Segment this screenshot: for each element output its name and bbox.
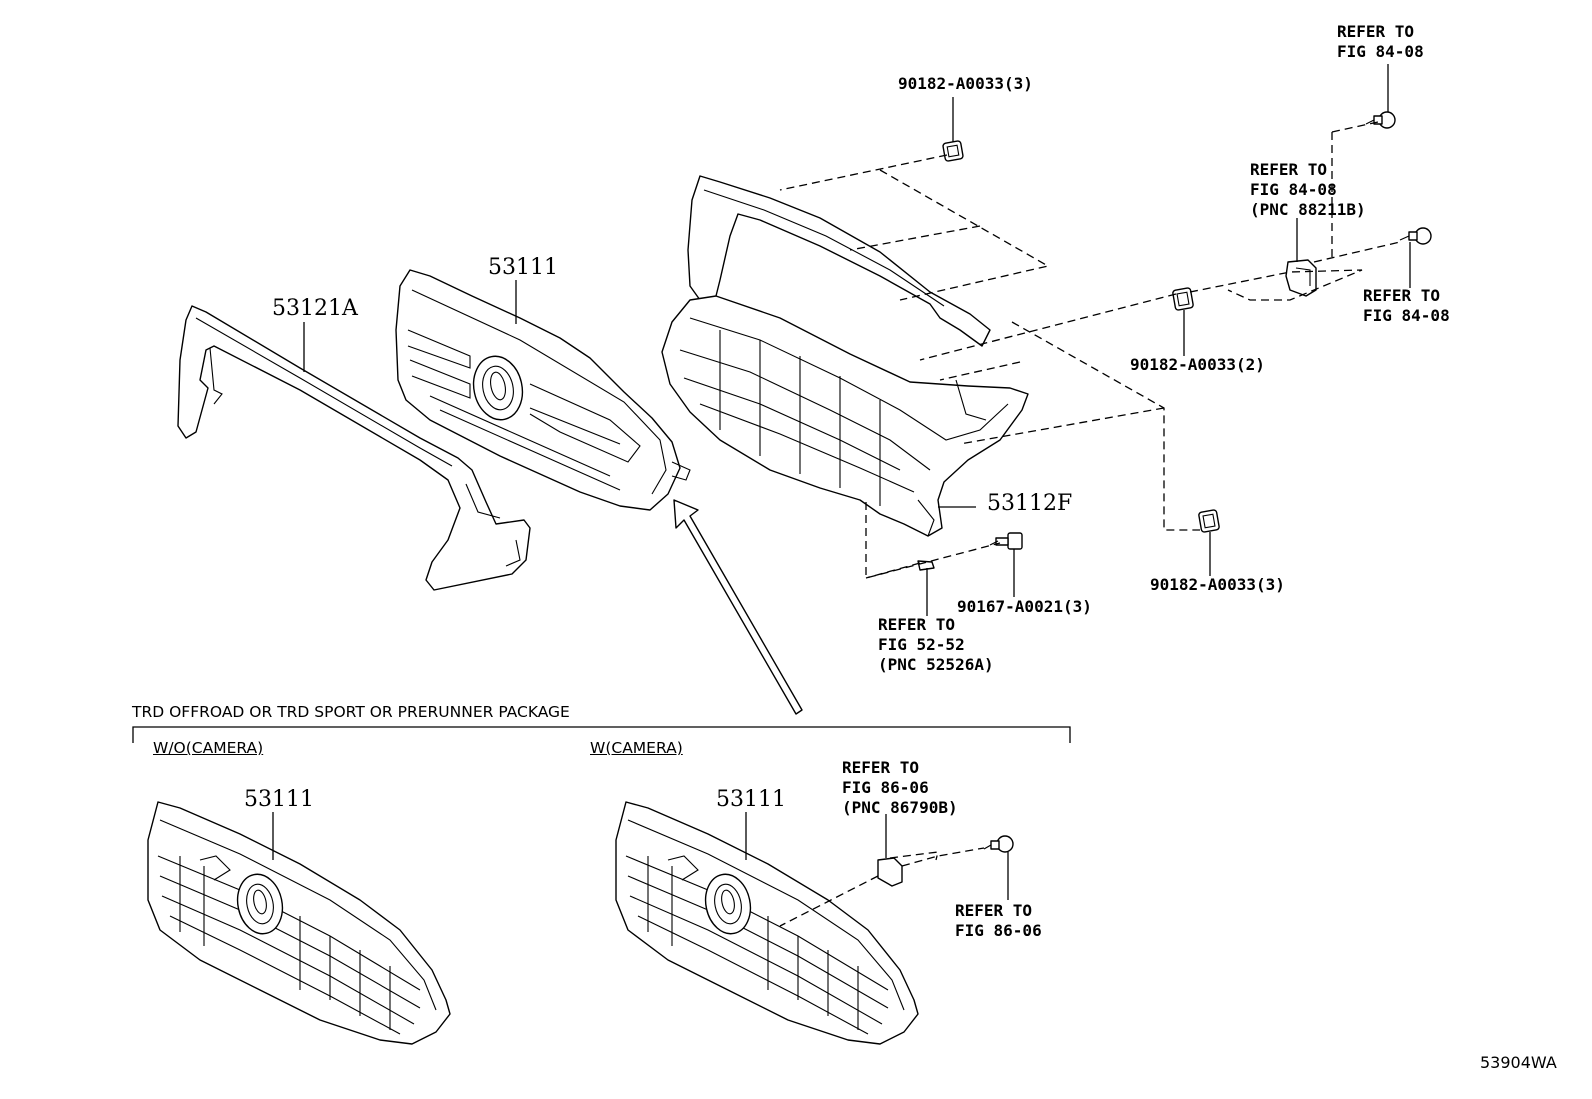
screw-right[interactable] — [1399, 227, 1432, 245]
package-bracket — [132, 726, 1071, 743]
refer-fig-86-06-pnc-label[interactable]: REFER TO FIG 86-06 (PNC 86790B) — [842, 758, 958, 817]
upper-molding-53121a[interactable] — [177, 305, 531, 591]
camera-leader-lines — [272, 812, 1009, 900]
radiator-grille-53111[interactable] — [395, 269, 691, 511]
variant-with-camera: W(CAMERA) — [590, 739, 683, 757]
retainer-part-number[interactable]: 53112F — [987, 491, 1073, 516]
grille-part-number[interactable]: 53111 — [488, 255, 558, 280]
molding-part-number[interactable]: 53121A — [272, 296, 358, 321]
leader-lines — [303, 64, 1411, 616]
bolt-part-number[interactable]: 90167-A0021(3) — [957, 597, 1092, 616]
clip-mid-part-number[interactable]: 90182-A0033(2) — [1130, 355, 1265, 374]
camera-dashed-lines — [779, 847, 985, 927]
assembly-dashed-lines — [779, 121, 1401, 579]
refer-fig-84-08-right-label[interactable]: REFER TO FIG 84-08 — [1363, 286, 1450, 325]
grille-retainer-53112f[interactable] — [661, 175, 1029, 537]
sensor-bracket[interactable] — [1285, 259, 1317, 297]
grille-without-camera[interactable] — [147, 801, 451, 1045]
clip-mid[interactable] — [1172, 287, 1194, 311]
package-title: TRD OFFROAD OR TRD SPORT OR PRERUNNER PA… — [132, 703, 570, 721]
refer-fig-84-08-top-label[interactable]: REFER TO FIG 84-08 — [1337, 22, 1424, 61]
clip-bottom-part-number[interactable]: 90182-A0033(3) — [1150, 575, 1285, 594]
figure-id: 53904WA — [1480, 1053, 1557, 1072]
camera-bracket[interactable] — [877, 857, 903, 887]
pin-clip[interactable] — [917, 560, 935, 571]
variant-without-camera: W/O(CAMERA) — [153, 739, 264, 757]
refer-fig-86-06-label[interactable]: REFER TO FIG 86-06 — [955, 901, 1042, 940]
refer-fig-52-52-label[interactable]: REFER TO FIG 52-52 (PNC 52526A) — [878, 615, 994, 674]
camera-screw[interactable] — [983, 835, 1014, 853]
clip-top-part-number[interactable]: 90182-A0033(3) — [898, 74, 1033, 93]
grille-w-camera-part-number[interactable]: 53111 — [716, 787, 786, 812]
grille-with-camera[interactable] — [615, 801, 919, 1045]
bolt[interactable] — [989, 532, 1023, 550]
grille-wo-camera-part-number[interactable]: 53111 — [244, 787, 314, 812]
clip-top[interactable] — [942, 140, 964, 162]
clip-bottom[interactable] — [1198, 509, 1220, 533]
variant-arrow — [673, 499, 803, 715]
refer-fig-84-08-pnc-label[interactable]: REFER TO FIG 84-08 (PNC 88211B) — [1250, 160, 1366, 219]
screw-top-right[interactable] — [1365, 111, 1396, 129]
